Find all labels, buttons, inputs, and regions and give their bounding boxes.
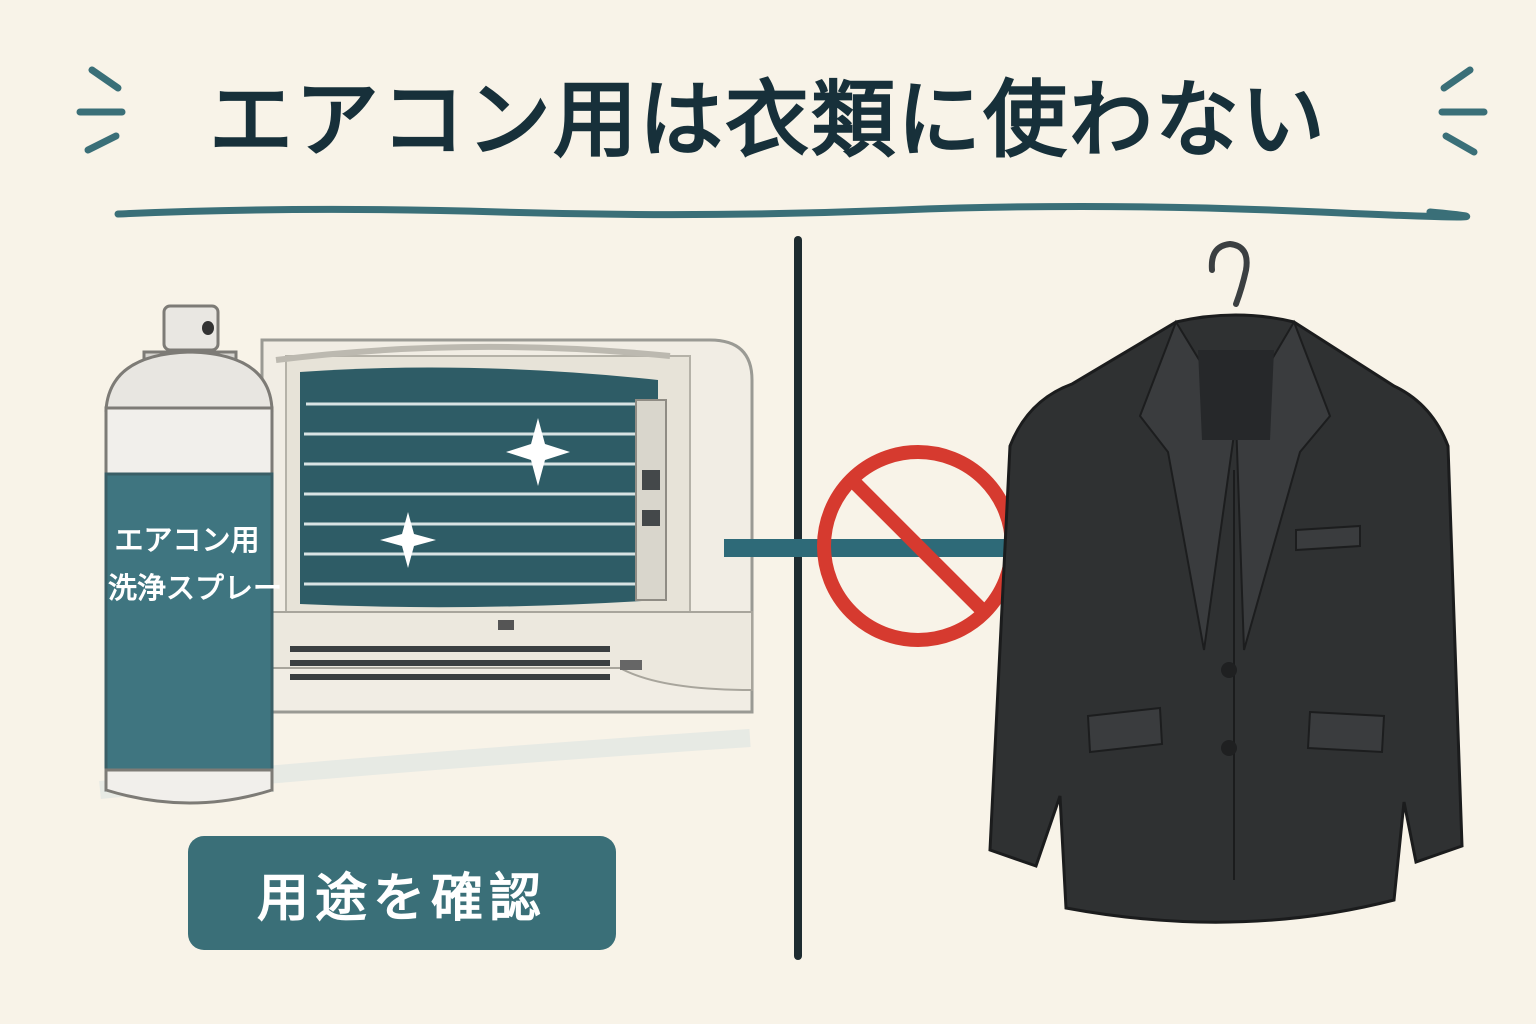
title-underline <box>114 202 1471 221</box>
spray-can <box>104 304 274 805</box>
sparkle-icon <box>380 512 436 568</box>
page-title: エアコン用は衣類に使わない <box>208 71 1327 169</box>
spray-can-label-line2: 洗浄スプレー <box>108 571 283 605</box>
spray-can-label-line1: エアコン用 <box>114 523 260 557</box>
title-accent-right <box>1438 66 1488 156</box>
jacket <box>988 313 1464 924</box>
title-accent-left <box>76 66 126 154</box>
purpose-badge: 用途を確認 <box>188 836 616 950</box>
spray-can-label: エアコン用 洗浄スプレー <box>108 516 283 612</box>
sparkle-icon <box>506 418 570 486</box>
